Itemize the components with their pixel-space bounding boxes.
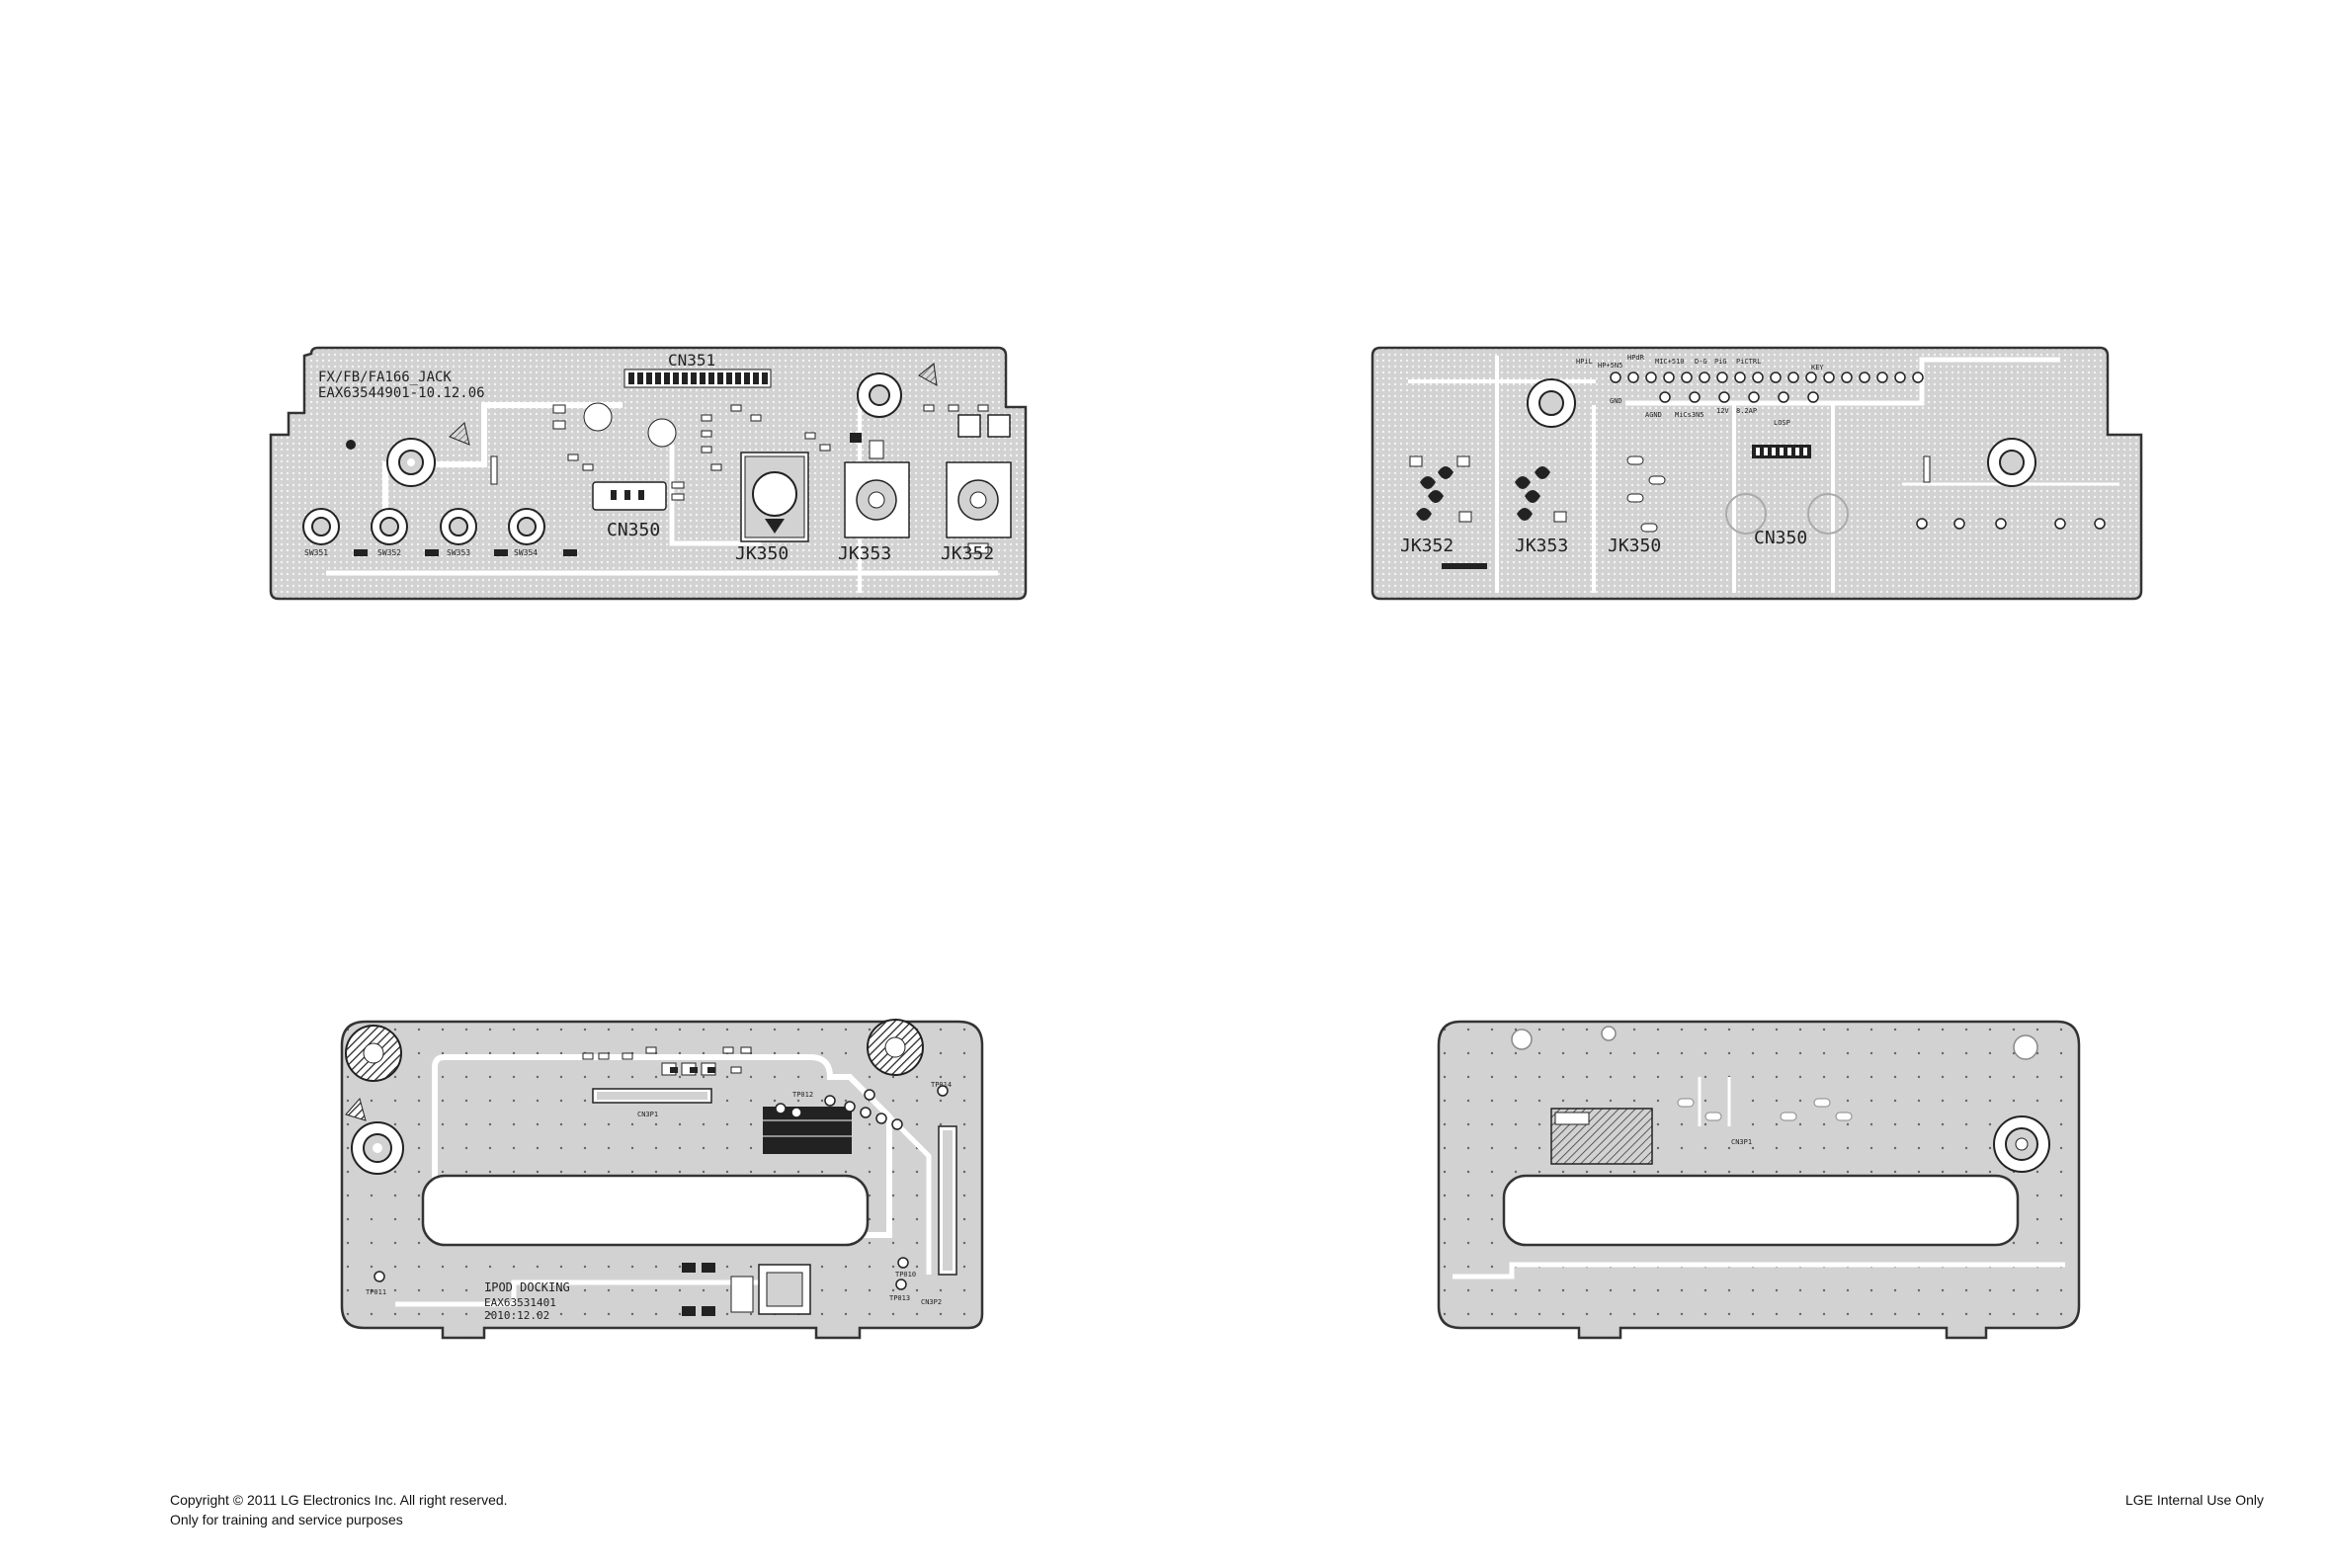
dock-slot-cutout	[421, 1174, 870, 1247]
connector-label-cn351: CN351	[668, 351, 715, 370]
cn350-pad	[1752, 445, 1811, 458]
jack-label-jk352: JK352	[1400, 536, 1453, 556]
hatched-pad	[1550, 1108, 1653, 1165]
cn351-header	[623, 369, 772, 388]
pin-label-key: KEY	[1811, 364, 1824, 371]
mounting-hole-hatched	[345, 1019, 924, 1082]
ipod-board-top: IPOD DOCKING EAX63531401 2010.12.02 CN3P…	[336, 1018, 998, 1354]
board-date: 2010.12.02	[484, 1309, 549, 1322]
jack-board-bottom-drawing: JK352 JK353 JK350 CN350 HPiL HP+5N5 HPdR…	[1370, 346, 2143, 601]
mounting-hole-right	[1987, 438, 2036, 487]
shield-marker-icon	[345, 1097, 367, 1121]
board-part-label: EAX63544901-10.12.06	[318, 385, 485, 401]
cn3p2-connector	[938, 1125, 957, 1276]
pin-label-12v: 12V	[1716, 407, 1729, 415]
pin-label-hp5n5: HP+5N5	[1598, 362, 1622, 370]
pin-label-dg: D-G	[1695, 358, 1707, 366]
copyright-text: Copyright © 2011 LG Electronics Inc. All…	[170, 1492, 508, 1508]
dock-slot-cutout	[1502, 1174, 2020, 1247]
board-part-number: EAX63531401	[484, 1296, 556, 1309]
jack-label-jk353: JK353	[1515, 536, 1568, 556]
board-title-label: IPOD DOCKING	[484, 1280, 570, 1294]
mounting-hole-right	[857, 372, 902, 418]
testpoint-label-tp010: TP010	[895, 1271, 916, 1279]
jack-jk353	[844, 440, 910, 538]
ic3p1-area	[682, 1263, 811, 1316]
pin-label-agnd: AGND	[1645, 411, 1662, 419]
cn350-connector	[592, 481, 667, 511]
footer-copyright-block: Copyright © 2011 LG Electronics Inc. All…	[170, 1490, 508, 1529]
testpoint-circles	[374, 1085, 949, 1290]
switch-label-sw354: SW354	[514, 548, 538, 557]
connector-label-cn350: CN350	[1754, 528, 1807, 548]
jack-pad-marks	[1416, 466, 1550, 569]
switch-label-sw352: SW352	[377, 548, 401, 557]
jack-board-top-drawing: FX/FB/FA166_JACK EAX63544901-10.12.06 CN…	[269, 346, 1028, 601]
connector-label-cn3p1: CN3P1	[1731, 1138, 1752, 1146]
connector-label-cn350: CN350	[607, 520, 660, 540]
pin-label-losp: LOSP	[1774, 419, 1790, 427]
jack-board-bottom: JK352 JK353 JK350 CN350 HPiL HP+5N5 HPdR…	[1369, 346, 2159, 603]
connector-label-cn3p2: CN3P2	[921, 1298, 942, 1306]
pin-label-hpil: HPiL	[1576, 358, 1593, 366]
testpoint-label-tp013: TP013	[889, 1294, 910, 1302]
jack-label-jk352: JK352	[941, 543, 994, 564]
ipod-board-bottom: CN3P1	[1433, 1018, 2095, 1354]
ipod-board-bottom-drawing: CN3P1	[1437, 1020, 2081, 1340]
cn3p1-connector	[592, 1088, 712, 1104]
mounting-hole-right	[1993, 1115, 2050, 1173]
pin-label-gnd: GND	[1610, 397, 1622, 405]
jack-label-jk350: JK350	[1608, 536, 1661, 556]
mounting-hole-left	[351, 1121, 404, 1175]
jack-jk352	[946, 414, 1012, 554]
jack-label-jk353: JK353	[838, 543, 891, 564]
connector-label-cn3p1: CN3P1	[637, 1111, 658, 1118]
board-model-label: FX/FB/FA166_JACK	[318, 370, 452, 385]
pin-row	[1610, 371, 1924, 403]
pin-label-82ap: 8.2AP	[1736, 407, 1757, 415]
switch-label-sw351: SW351	[304, 548, 328, 557]
mounting-hole-left	[1527, 378, 1576, 428]
shield-marker-icon	[449, 363, 938, 446]
switch-label-sw353: SW353	[447, 548, 470, 557]
mounting-holes-plain	[1511, 1026, 2038, 1060]
pin-label-hpdr: HPdR	[1627, 354, 1645, 362]
switch-row	[302, 508, 545, 545]
pin-label-mic510: MIC+510	[1655, 358, 1685, 366]
testpoint-label-tp012: TP012	[792, 1091, 813, 1099]
testpoint-label-tp014: TP014	[931, 1081, 952, 1089]
internal-use-label: LGE Internal Use Only	[2124, 1492, 2264, 1508]
pin-label-pig: PiG	[1714, 358, 1727, 366]
ipod-board-top-drawing: IPOD DOCKING EAX63531401 2010.12.02 CN3P…	[340, 1019, 984, 1340]
switch-pads	[1916, 518, 2106, 530]
pin-label-mics3n5: MiCs3N5	[1675, 411, 1704, 419]
pin-label-pictrl: PiCTRL	[1736, 358, 1761, 366]
jack-label-jk350: JK350	[735, 543, 789, 564]
jack-board-top: FX/FB/FA166_JACK EAX63544901-10.12.06 CN…	[267, 346, 1028, 603]
jack-jk350	[740, 452, 809, 542]
purpose-text: Only for training and service purposes	[170, 1512, 403, 1527]
testpoint-label-tp011: TP011	[366, 1288, 386, 1296]
mounting-hole-left	[386, 438, 436, 487]
ic-block	[763, 1107, 852, 1154]
